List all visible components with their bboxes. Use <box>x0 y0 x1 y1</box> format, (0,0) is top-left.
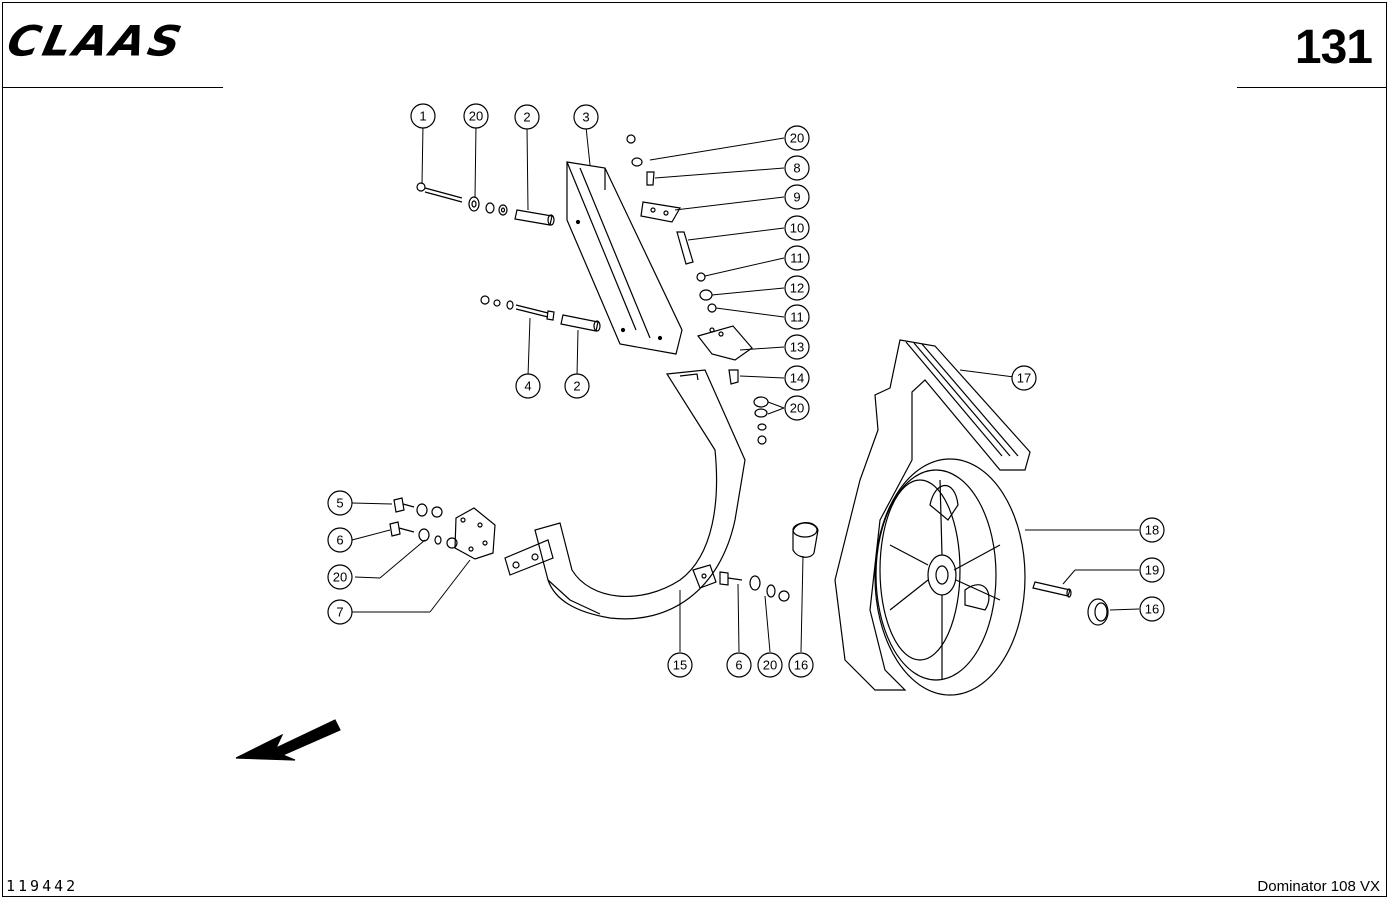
callout-label-3: 3 <box>582 110 589 125</box>
document-number: 119442 <box>6 877 79 895</box>
callout-label-2: 2 <box>573 379 580 394</box>
part-hardware-left <box>389 497 458 549</box>
leader-lines <box>351 124 1140 653</box>
callout-circle-13 <box>784 334 810 360</box>
callout-label-12: 12 <box>790 281 804 296</box>
callout-label-1: 1 <box>419 109 426 124</box>
callout-circles <box>327 103 1165 678</box>
callout-circle-10 <box>784 215 810 241</box>
page-number: 131 <box>1294 21 1373 74</box>
callout-circle-15 <box>667 652 693 678</box>
logo-underline <box>3 87 223 88</box>
callout-label-20: 20 <box>790 131 804 146</box>
callout-circle-14 <box>784 365 810 391</box>
direction-arrow <box>235 719 341 761</box>
callout-circle-1 <box>410 103 436 129</box>
callout-circle-6 <box>726 652 752 678</box>
callout-circle-12 <box>784 275 810 301</box>
callout-circle-6 <box>327 527 353 553</box>
callout-label-20: 20 <box>333 570 347 585</box>
callout-label-6: 6 <box>336 533 343 548</box>
callout-label-18: 18 <box>1145 523 1159 538</box>
callout-circle-20 <box>327 564 353 590</box>
callout-label-8: 8 <box>793 161 800 176</box>
part-bolt-4 <box>480 295 555 321</box>
part-bracket-7 <box>454 507 554 576</box>
part-washers-top <box>468 196 508 216</box>
callout-label-20: 20 <box>469 109 483 124</box>
callout-label-20: 20 <box>763 658 777 673</box>
part-pulley-18 <box>874 458 1026 696</box>
callout-label-10: 10 <box>790 221 804 236</box>
callout-circle-2 <box>564 373 590 399</box>
callout-label-2: 2 <box>523 110 530 125</box>
callout-circle-3 <box>573 104 599 130</box>
callout-label-20: 20 <box>790 401 804 416</box>
callout-label-19: 19 <box>1145 563 1159 578</box>
callout-label-16: 16 <box>794 658 808 673</box>
callout-label-11: 11 <box>790 310 804 325</box>
part-hardware-stack-right <box>626 134 769 445</box>
callout-circle-2 <box>514 104 540 130</box>
callout-labels: 1 20 2 3 20 8 9 10 11 12 11 13 14 20 17 4 2 5 6 20 7 15 6 20 16 1… <box>333 109 1159 673</box>
callout-label-13: 13 <box>790 340 804 355</box>
callout-circle-16 <box>1139 596 1165 622</box>
callout-circle-9 <box>784 184 810 210</box>
part-hardware-lower <box>692 564 790 602</box>
model-name: Dominator 108 VX <box>1257 878 1380 895</box>
callout-circle-7 <box>327 599 353 625</box>
callout-label-15: 15 <box>673 658 687 673</box>
callout-circle-20 <box>784 395 810 421</box>
part-belt-17 <box>834 339 1031 691</box>
callout-circle-16 <box>788 652 814 678</box>
page-number-underline <box>1237 87 1387 88</box>
part-bolt-1 <box>416 182 463 203</box>
part-pin-2-lower <box>560 314 601 332</box>
part-bushing-16-center <box>792 522 819 558</box>
callout-label-7: 7 <box>336 605 343 620</box>
callout-circle-11 <box>784 245 810 271</box>
callout-circle-8 <box>784 155 810 181</box>
part-channel-3 <box>566 161 683 355</box>
callout-circle-17 <box>1011 365 1037 391</box>
callout-label-6: 6 <box>735 658 742 673</box>
callout-label-5: 5 <box>336 496 343 511</box>
callout-label-4: 4 <box>524 379 531 394</box>
callout-circle-19 <box>1139 557 1165 583</box>
callout-circle-20 <box>757 652 783 678</box>
part-bushing-16-right <box>1087 598 1109 626</box>
callout-label-16: 16 <box>1145 602 1159 617</box>
callout-circle-18 <box>1139 517 1165 543</box>
callout-label-14: 14 <box>790 371 804 386</box>
part-key-19 <box>1032 581 1072 598</box>
callout-label-17: 17 <box>1017 371 1031 386</box>
callout-label-11: 11 <box>790 251 804 266</box>
callout-label-9: 9 <box>793 190 800 205</box>
part-pin-2-top <box>514 209 555 226</box>
part-curved-guard-15 <box>534 369 746 620</box>
callout-circle-20 <box>784 125 810 151</box>
callout-circle-11 <box>784 304 810 330</box>
callout-circle-20 <box>463 103 489 129</box>
callout-circle-5 <box>327 490 353 516</box>
callout-circle-4 <box>515 373 541 399</box>
